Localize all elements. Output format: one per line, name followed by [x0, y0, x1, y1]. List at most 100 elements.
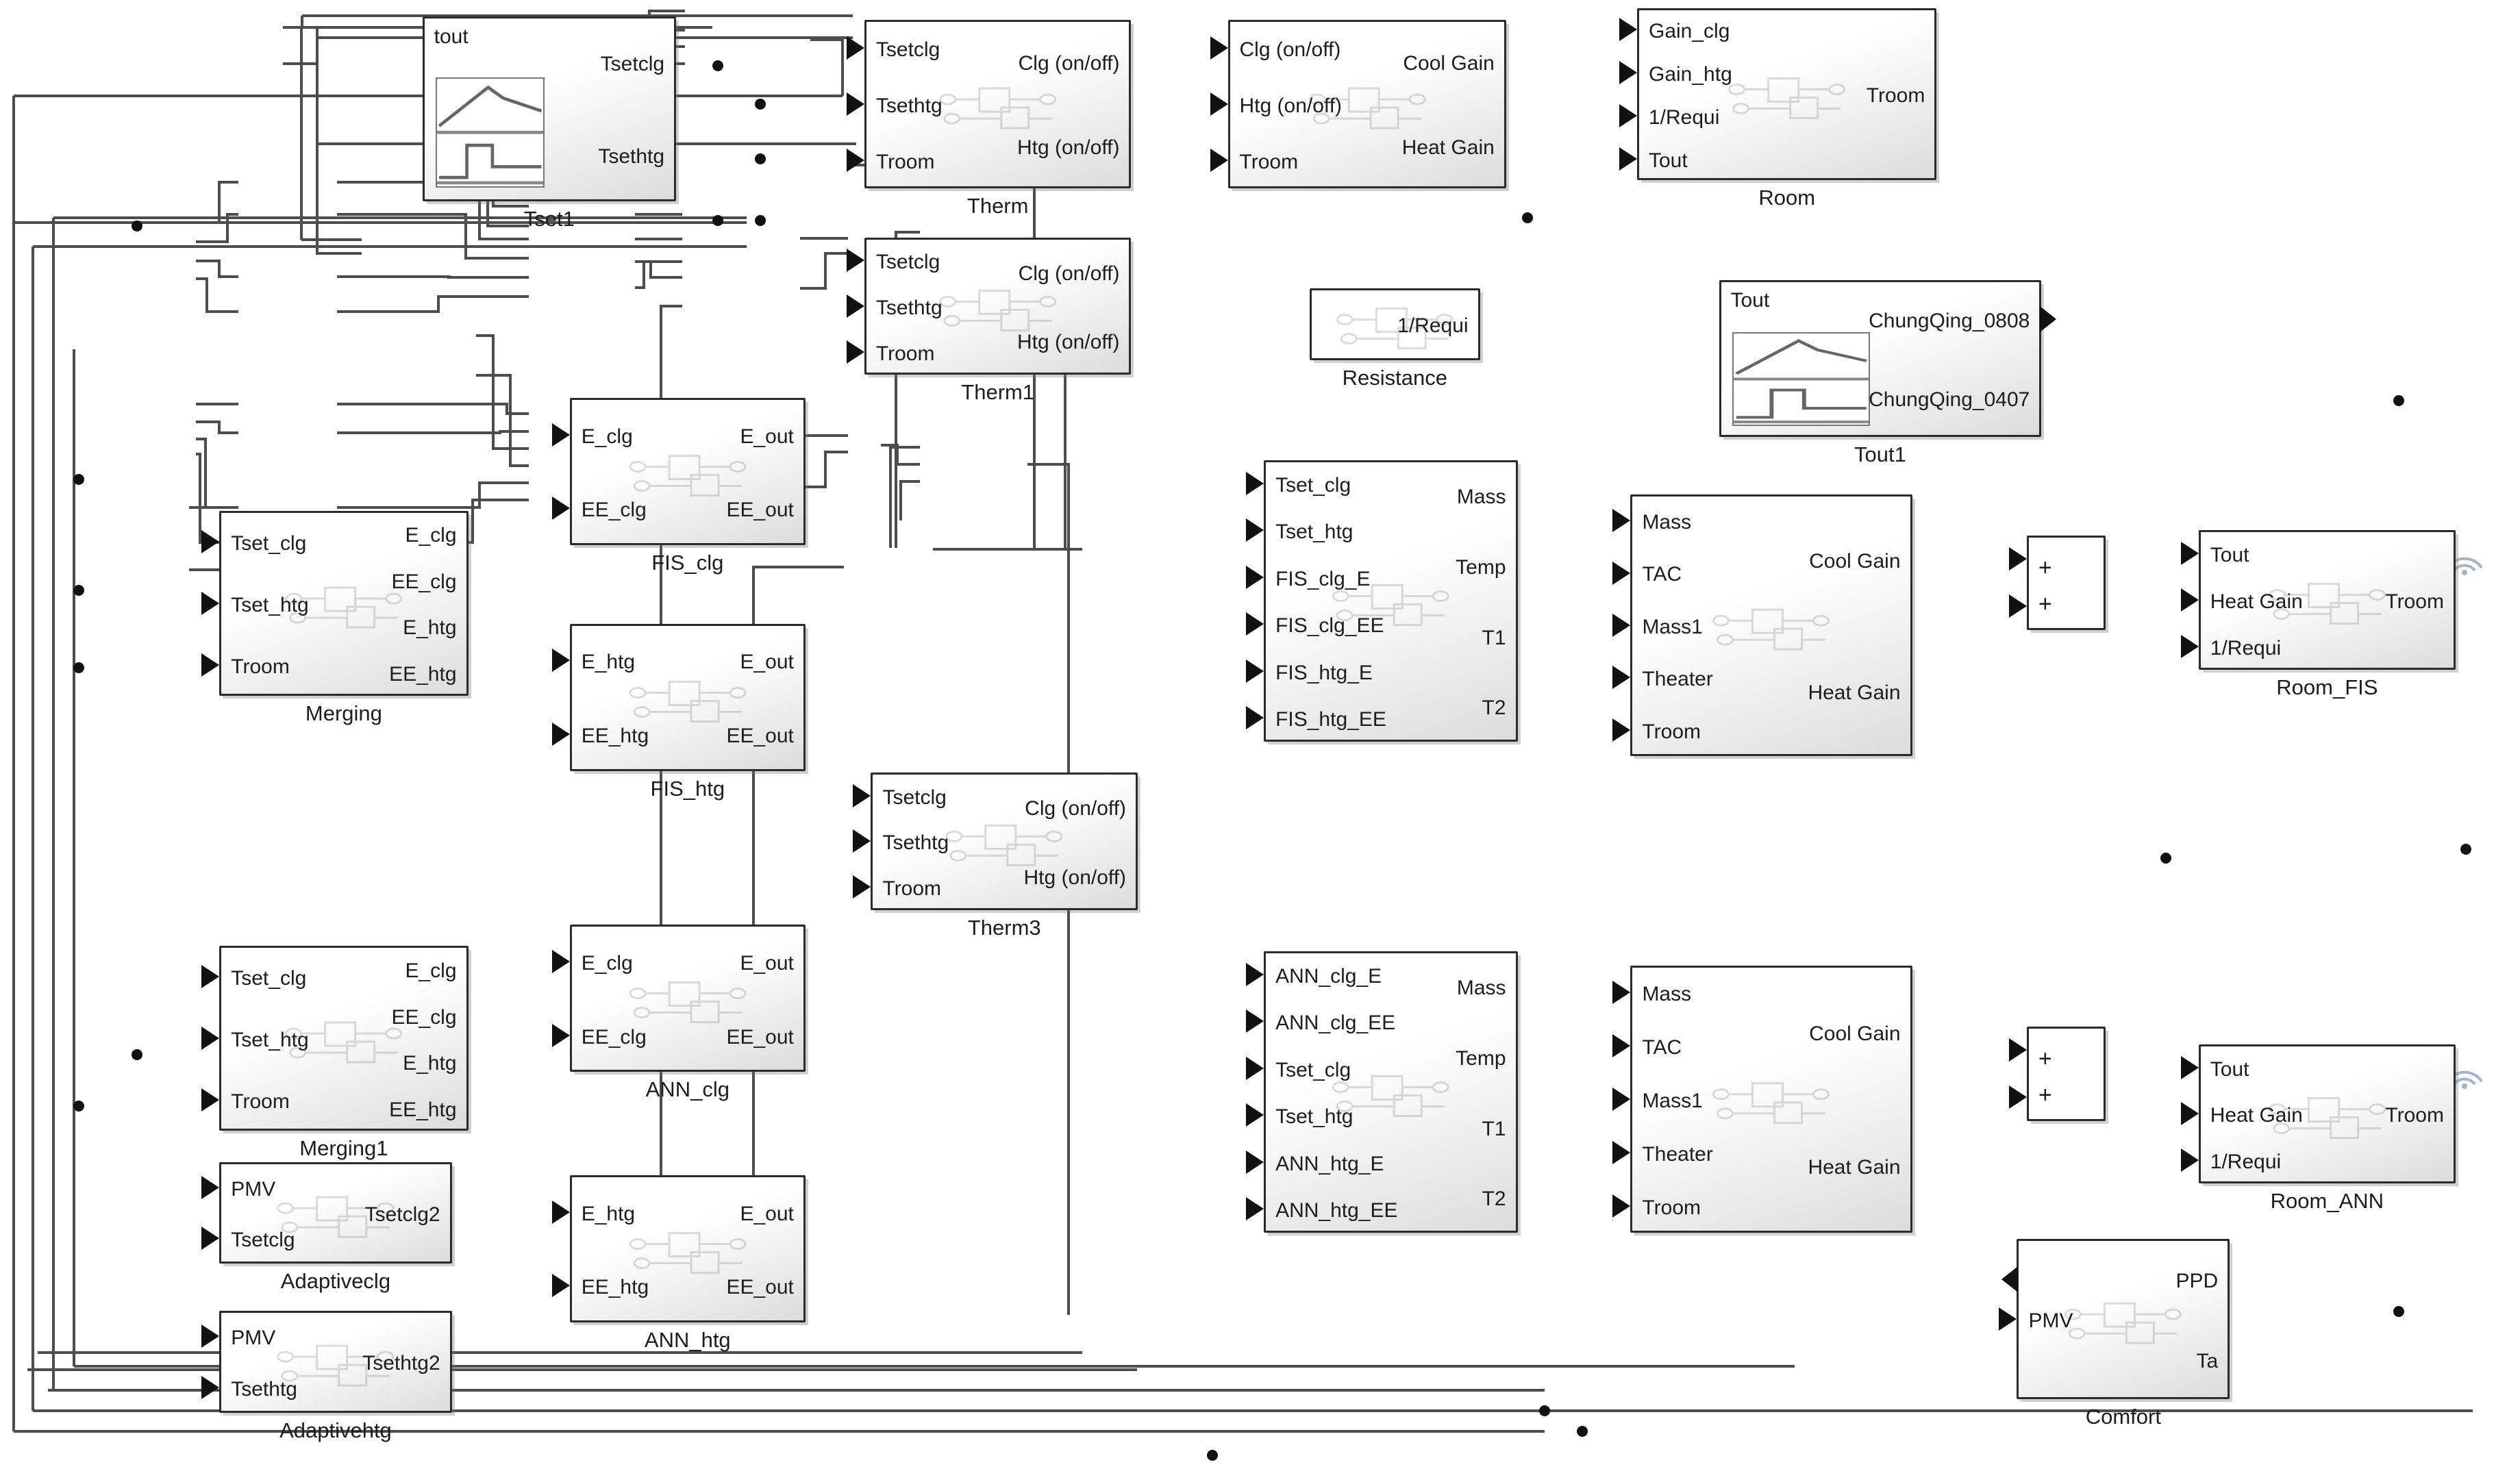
input-port-arrow — [1612, 666, 1631, 690]
port-label-out: EE_out — [726, 499, 794, 522]
block-sum_fis[interactable]: ++ — [2026, 535, 2106, 631]
port-label-in: PMV — [231, 1327, 276, 1350]
port-label-out: E_clg — [405, 524, 457, 547]
port-label-out: Cool Gain — [1809, 1022, 1901, 1046]
signal-junction-dot — [73, 474, 84, 485]
port-label-in: Tset_clg — [231, 531, 307, 555]
block-caption: FIS_clg — [651, 550, 724, 575]
port-label-in: ANN_clg_EE — [1275, 1012, 1396, 1035]
block-caption: Therm3 — [967, 915, 1041, 940]
port-label-out: Troom — [2385, 1104, 2444, 1127]
input-port-arrow — [1246, 1150, 1264, 1174]
port-label-out: Tsetclg2 — [364, 1203, 440, 1226]
input-port-arrow — [201, 1227, 220, 1251]
signal-junction-dot — [73, 1101, 84, 1112]
port-label-out: Heat Gain — [1808, 1156, 1901, 1179]
block-caption: Comfort — [2085, 1405, 2161, 1429]
port-label-out: EE_clg — [391, 570, 457, 593]
port-label-out: Mass — [1456, 976, 1506, 999]
input-port-arrow — [1612, 1194, 1631, 1218]
input-port-arrow — [1619, 147, 1637, 171]
input-port-arrow — [551, 1200, 570, 1224]
port-label-in: Mass — [1642, 983, 1692, 1006]
port-label-in: Tout — [2210, 1057, 2249, 1081]
input-port-arrow — [201, 1088, 220, 1112]
port-label-in: ANN_htg_E — [1275, 1152, 1384, 1175]
port-label-out: E_out — [740, 425, 794, 448]
outport-marker — [2040, 306, 2057, 333]
subsystem-preview-icon — [629, 454, 747, 497]
port-label-in: Tset_htg — [231, 593, 309, 616]
port-label-in: ANN_clg_E — [1275, 964, 1382, 988]
input-port-arrow — [201, 1175, 220, 1199]
signal-junction-dot — [2393, 1306, 2404, 1317]
block-caption: ANN_clg — [645, 1077, 729, 1102]
port-label-out: Cool Gain — [1403, 52, 1495, 75]
signal-junction-dot — [2460, 844, 2471, 855]
port-label-out: Htg (on/off) — [1016, 331, 1120, 354]
block-sum_ann[interactable]: ++ — [2026, 1026, 2106, 1122]
port-label-in: FIS_htg_E — [1275, 661, 1373, 684]
input-port-arrow — [2180, 542, 2199, 566]
port-label-in: EE_clg — [581, 1025, 647, 1049]
port-label-in: Tset_htg — [1275, 1105, 1353, 1129]
port-label-out: T2 — [1482, 696, 1506, 720]
block-caption: Adaptiveclg — [280, 1269, 391, 1294]
port-label-out: Clg (on/off) — [1018, 262, 1120, 285]
input-port-arrow — [846, 148, 864, 172]
signal-junction-dot — [2160, 853, 2171, 864]
block-caption: Tset1 — [523, 206, 575, 231]
input-port-arrow — [1246, 962, 1264, 986]
port-label-in: PMV — [231, 1177, 276, 1201]
input-port-arrow — [846, 249, 864, 272]
input-port-arrow — [1210, 148, 1228, 172]
input-port-arrow — [551, 1274, 570, 1298]
input-port-arrow — [1612, 613, 1631, 637]
input-port-arrow — [1246, 1197, 1264, 1221]
block-resistance[interactable]: 1/Requi — [1310, 288, 1480, 360]
input-port-arrow — [1210, 36, 1228, 60]
port-label-out: Troom — [1866, 84, 1925, 108]
port-label-in: Heat Gain — [2210, 590, 2303, 613]
input-port-arrow — [1246, 471, 1264, 495]
port-label-in: Htg (on/off) — [1239, 94, 1343, 117]
input-port-arrow — [2008, 1038, 2027, 1062]
subsystem-preview-icon — [629, 981, 747, 1024]
port-label-in: EE_htg — [581, 724, 649, 747]
input-port-arrow — [2180, 634, 2199, 658]
port-label-in: Tout — [1649, 149, 1688, 172]
port-label-out: Htg (on/off) — [1023, 866, 1127, 889]
port-label-in: Troom — [1642, 720, 1701, 743]
port-label-out: EE_clg — [391, 1005, 457, 1029]
input-port-arrow — [1246, 1009, 1264, 1033]
signal-junction-dot — [755, 99, 766, 110]
port-label-in: Theater — [1642, 668, 1713, 691]
port-label-out: E_clg — [405, 959, 457, 983]
port-label-in: Tset_htg — [231, 1029, 309, 1052]
port-label-in: Tsetclg — [882, 786, 947, 809]
port-label-in: Troom — [231, 655, 290, 678]
